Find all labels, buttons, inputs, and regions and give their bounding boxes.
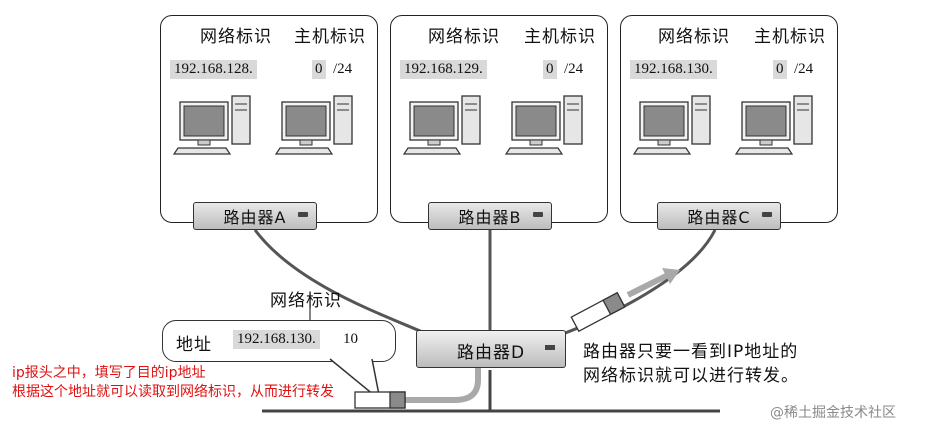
note-line-1: 路由器只要一看到IP地址的 xyxy=(583,342,799,362)
net-addr-2: 192.168.129. xyxy=(400,60,487,79)
net-label-3: 网络标识 xyxy=(658,27,730,47)
router-led-icon xyxy=(545,345,555,350)
address-label: 地址 xyxy=(176,335,212,355)
forward-arrow xyxy=(626,272,670,298)
router-d: 路由器D xyxy=(416,330,566,368)
packet-net-label: 网络标识 xyxy=(270,291,342,311)
mask-1: /24 xyxy=(333,61,353,77)
router-d-label: 路由器D xyxy=(456,343,526,363)
host-label-1: 主机标识 xyxy=(294,27,366,47)
mask-2: /24 xyxy=(564,61,584,77)
packet-host-addr: 10 xyxy=(343,331,358,347)
router-c-label: 路由器C xyxy=(687,208,751,227)
annotation-line-2: 根据这个地址就可以读取到网络标识，从而进行转发 xyxy=(12,384,334,400)
router-led-icon xyxy=(762,212,772,217)
annotation-line-1: ip报头之中，填写了目的ip地址 xyxy=(12,365,206,381)
net-label-1: 网络标识 xyxy=(200,27,272,47)
router-a-label: 路由器A xyxy=(223,208,287,227)
note-line-2: 网络标识就可以进行转发。 xyxy=(583,366,799,386)
router-led-icon xyxy=(298,212,308,217)
watermark: @稀土掘金技术社区 xyxy=(770,405,896,421)
forward-arrow-head xyxy=(662,268,680,284)
host-addr-3: 0 xyxy=(773,60,787,79)
forwarding-note: 路由器只要一看到IP地址的 网络标识就可以进行转发。 xyxy=(583,340,799,388)
router-a: 路由器A xyxy=(193,202,317,230)
host-label-3: 主机标识 xyxy=(754,27,826,47)
net-addr-3: 192.168.130. xyxy=(630,60,717,79)
net-label-2: 网络标识 xyxy=(428,27,500,47)
forwarded-packet-icon xyxy=(570,291,626,333)
router-b: 路由器B xyxy=(428,202,552,230)
packet-net-addr: 192.168.130. xyxy=(233,330,320,349)
host-addr-1: 0 xyxy=(312,60,326,79)
router-b-label: 路由器B xyxy=(458,208,522,227)
host-label-2: 主机标识 xyxy=(524,27,596,47)
packet-arrow xyxy=(405,362,481,403)
router-led-icon xyxy=(533,212,543,217)
net-addr-1: 192.168.128. xyxy=(170,60,257,79)
mask-3: /24 xyxy=(794,61,814,77)
router-c: 路由器C xyxy=(657,202,781,230)
host-addr-2: 0 xyxy=(543,60,557,79)
